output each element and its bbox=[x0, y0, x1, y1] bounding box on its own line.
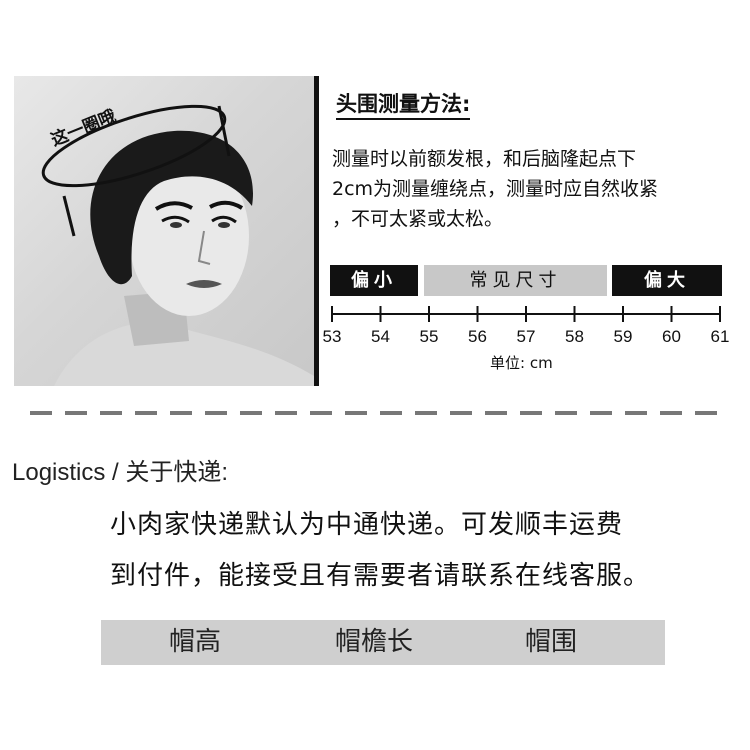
ruler-tick-label: 53 bbox=[323, 327, 342, 346]
size-ruler: 53 54 55 56 57 58 59 60 61 bbox=[323, 306, 730, 346]
size-small-segment: 偏小 bbox=[330, 265, 418, 296]
ruler-tick-label: 55 bbox=[420, 327, 439, 346]
ruler-tick-label: 56 bbox=[468, 327, 487, 346]
circle-label: 这一圈哦 bbox=[48, 106, 119, 151]
dimension-tab-bar: 帽高 帽檐长 帽围 bbox=[101, 620, 665, 665]
unit-label: 单位: cm bbox=[490, 354, 553, 372]
measure-description: 测量时以前额发根，和后脑隆起点下 2cm为测量缠绕点，测量时应自然收紧 ，不可太… bbox=[332, 144, 732, 234]
divider-vertical bbox=[314, 76, 319, 386]
dashed-divider bbox=[30, 411, 720, 415]
measure-desc-line: ，不可太紧或太松。 bbox=[332, 208, 504, 230]
ruler-ticks: 53 54 55 56 57 58 59 60 61 bbox=[323, 306, 730, 346]
ruler-tick-label: 58 bbox=[565, 327, 584, 346]
logistics-line: 小肉家快递默认为中通快递。可发顺丰运费 bbox=[110, 510, 624, 540]
logistics-title: Logistics / 关于快递: bbox=[12, 459, 229, 486]
size-normal-segment: 常见尺寸 bbox=[424, 265, 607, 296]
ruler-tick-label: 59 bbox=[614, 327, 633, 346]
size-large-segment: 偏大 bbox=[612, 265, 722, 296]
tab-brim-length[interactable]: 帽檐长 bbox=[335, 627, 414, 657]
ruler-tick-label: 54 bbox=[371, 327, 390, 346]
logistics-line: 到付件，能接受且有需要者请联系在线客服。 bbox=[110, 561, 651, 591]
portrait-photo: 这一圈哦 bbox=[14, 76, 314, 386]
measure-desc-line: 测量时以前额发根，和后脑隆起点下 bbox=[332, 148, 637, 170]
tab-hat-height[interactable]: 帽高 bbox=[169, 627, 222, 657]
woman-portrait-icon: 这一圈哦 bbox=[41, 104, 314, 386]
ruler-tick-label: 57 bbox=[517, 327, 536, 346]
ruler-tick-label: 61 bbox=[711, 327, 730, 346]
measure-title: 头围测量方法: bbox=[336, 92, 471, 121]
ruler-tick-label: 60 bbox=[662, 327, 681, 346]
tab-hat-circumference[interactable]: 帽围 bbox=[525, 627, 578, 657]
measure-desc-line: 2cm为测量缠绕点，测量时应自然收紧 bbox=[332, 178, 659, 200]
